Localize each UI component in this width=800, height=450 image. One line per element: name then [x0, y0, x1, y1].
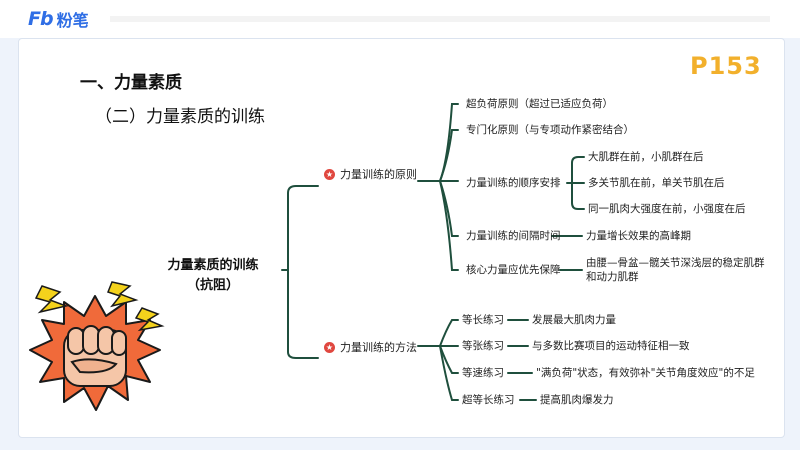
method-isotonic: 等张练习 — [462, 340, 504, 352]
logo-text: 粉笔 — [56, 11, 89, 30]
top-divider — [110, 16, 770, 22]
connector-root-methods — [287, 269, 319, 359]
order-large-first: 大肌群在前，小肌群在后 — [588, 151, 704, 163]
branch-label: 力量训练的方法 — [340, 341, 417, 354]
method-isometric: 等长练习 — [462, 314, 504, 326]
logo-mark: Fb — [28, 8, 54, 30]
page-heading: 一、力量素质 — [80, 73, 182, 93]
principle-core: 核心力量应优先保障 — [466, 264, 561, 276]
isokinetic-detail: "满负荷"状态，有效弥补"关节角度效应"的不足 — [536, 367, 755, 379]
top-bar: Fb 粉笔 — [0, 0, 800, 38]
isometric-detail: 发展最大肌肉力量 — [532, 314, 616, 326]
isotonic-detail: 与多数比赛项目的运动特征相一致 — [532, 340, 690, 352]
branch-methods: ★ 力量训练的方法 — [324, 339, 417, 355]
principle-interval: 力量训练的间隔时间 — [466, 230, 561, 242]
star-icon: ★ — [324, 168, 335, 180]
connector-root-principles — [281, 185, 319, 271]
fist-illustration — [29, 281, 165, 411]
branch-principles: ★ 力量训练的原则 — [324, 166, 417, 182]
mindmap-root: 力量素质的训练 （抗阻） — [148, 256, 278, 296]
method-isokinetic: 等速练习 — [462, 367, 504, 379]
plyometric-detail: 提高肌肉爆发力 — [540, 394, 614, 406]
root-title: 力量素质的训练 — [167, 258, 259, 273]
root-subtitle: （抗阻） — [186, 278, 239, 293]
page-subheading: （二）力量素质的训练 — [95, 107, 265, 127]
brand-logo: Fb 粉笔 — [28, 8, 89, 30]
page-number: P153 — [690, 52, 762, 80]
slide-card — [18, 38, 785, 438]
order-multijoint-first: 多关节肌在前，单关节肌在后 — [588, 177, 725, 189]
method-plyometric: 超等长练习 — [462, 394, 515, 406]
branch-label: 力量训练的原则 — [340, 168, 417, 181]
interval-detail: 力量增长效果的高峰期 — [586, 230, 691, 242]
star-icon: ★ — [324, 341, 335, 353]
core-detail: 由腰—骨盆—髋关节深浅层的稳定肌群和动力肌群 — [586, 257, 765, 283]
order-intensity: 同一肌肉大强度在前，小强度在后 — [588, 203, 746, 215]
principle-overload: 超负荷原则（超过已适应负荷） — [466, 98, 613, 110]
principle-order: 力量训练的顺序安排 — [466, 177, 561, 189]
principle-specialization: 专门化原则（与专项动作紧密结合） — [466, 124, 634, 136]
